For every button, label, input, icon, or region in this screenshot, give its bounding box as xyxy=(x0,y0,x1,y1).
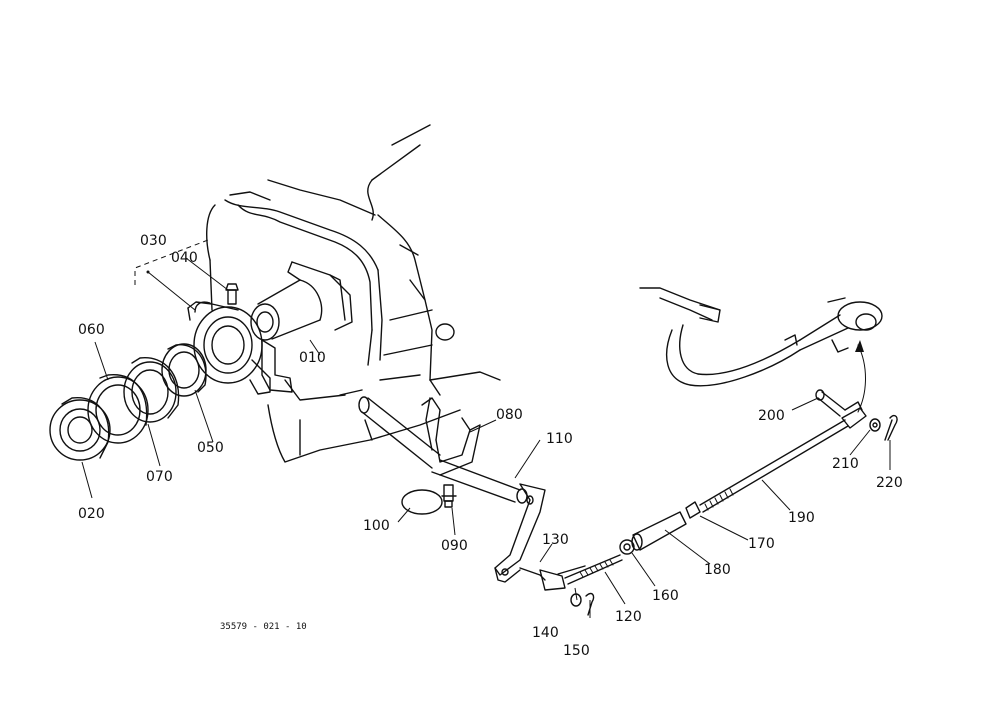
label-120: 120 xyxy=(615,609,642,625)
label-220: 220 xyxy=(876,475,903,491)
transmission-housing xyxy=(206,124,501,463)
label-110: 110 xyxy=(546,431,573,447)
leader-lines xyxy=(81,257,891,618)
label-060: 060 xyxy=(78,322,105,338)
label-130: 130 xyxy=(542,532,569,548)
label-210: 210 xyxy=(832,456,859,472)
threaded-rod-120 xyxy=(564,554,623,585)
bearing-020 xyxy=(49,397,111,461)
gasket-100 xyxy=(401,489,443,515)
label-070: 070 xyxy=(146,469,173,485)
leader-030-dot xyxy=(147,271,196,311)
rod-190 xyxy=(699,419,849,513)
lever-arm xyxy=(494,483,546,583)
split-pin-220 xyxy=(884,414,898,441)
rod-thread-120 xyxy=(579,559,614,578)
washer-210 xyxy=(869,418,881,432)
release-hub-030 xyxy=(187,301,271,395)
label-080: 080 xyxy=(496,407,523,423)
washer-140 xyxy=(570,593,582,607)
label-160: 160 xyxy=(652,588,679,604)
shaft-010 xyxy=(250,261,353,393)
label-020: 020 xyxy=(78,506,105,522)
label-190: 190 xyxy=(788,510,815,526)
label-010: 010 xyxy=(299,350,326,366)
drawing-code: 35579 - 021 - 10 xyxy=(220,622,307,632)
label-100: 100 xyxy=(363,518,390,534)
label-030: 030 xyxy=(140,233,167,249)
clevis-end xyxy=(841,401,867,429)
split-pin-150 xyxy=(585,592,595,616)
label-180: 180 xyxy=(704,562,731,578)
turnbuckle-180 xyxy=(631,511,687,551)
bearing-050 xyxy=(161,343,207,397)
plug-090 xyxy=(441,484,457,508)
arrow-head xyxy=(855,340,864,352)
grease-nipple-040 xyxy=(225,283,239,305)
label-170: 170 xyxy=(748,536,775,552)
label-050: 050 xyxy=(197,440,224,456)
label-140: 140 xyxy=(532,625,559,641)
cup-070 xyxy=(123,357,180,423)
release-fork-080 xyxy=(358,396,481,476)
pin-200 xyxy=(815,389,846,417)
nut-170 xyxy=(685,501,701,519)
label-040: 040 xyxy=(171,250,198,266)
nut-160 xyxy=(619,539,635,555)
clevis-130 xyxy=(519,565,586,591)
label-150: 150 xyxy=(563,643,590,659)
leader-arrow xyxy=(857,344,866,413)
label-090: 090 xyxy=(441,538,468,554)
label-200: 200 xyxy=(758,408,785,424)
pedal-linkage xyxy=(639,287,883,387)
